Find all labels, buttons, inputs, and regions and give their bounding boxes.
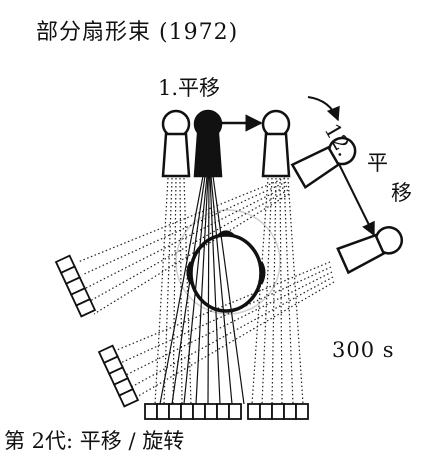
patient-head bbox=[186, 230, 266, 313]
step2-label: 12. 平 移 bbox=[320, 118, 412, 208]
xray-source-active bbox=[193, 109, 223, 178]
scan-time-label: 300 s bbox=[332, 338, 395, 362]
step2-label-b: 移 bbox=[391, 181, 412, 205]
detector-array-lower-left bbox=[97, 344, 140, 408]
detector-array-bottom-left bbox=[144, 403, 242, 420]
detector-array-bottom-right bbox=[247, 403, 309, 420]
xray-source-right bbox=[261, 109, 291, 178]
detector-array-left bbox=[54, 254, 97, 318]
figure-caption: 第 2代: 平移 / 旋转 bbox=[4, 429, 185, 453]
beam-rotated-upper bbox=[77, 177, 290, 315]
xray-source-left bbox=[161, 109, 191, 178]
figure-title: 部分扇形束 (1972) bbox=[36, 20, 239, 45]
xray-source-rotated-lower bbox=[336, 226, 404, 275]
xray-source-rotated-upper bbox=[290, 136, 357, 190]
translate-arrow-2 bbox=[337, 161, 375, 237]
beam-rotated-lower bbox=[111, 261, 335, 403]
rotation-arrow bbox=[307, 96, 340, 122]
step2-label-a: 平 bbox=[367, 151, 388, 175]
beam-right-vertical bbox=[251, 177, 304, 405]
step1-label: 1.平移 bbox=[158, 76, 221, 100]
fan-beam-solid bbox=[159, 175, 245, 405]
